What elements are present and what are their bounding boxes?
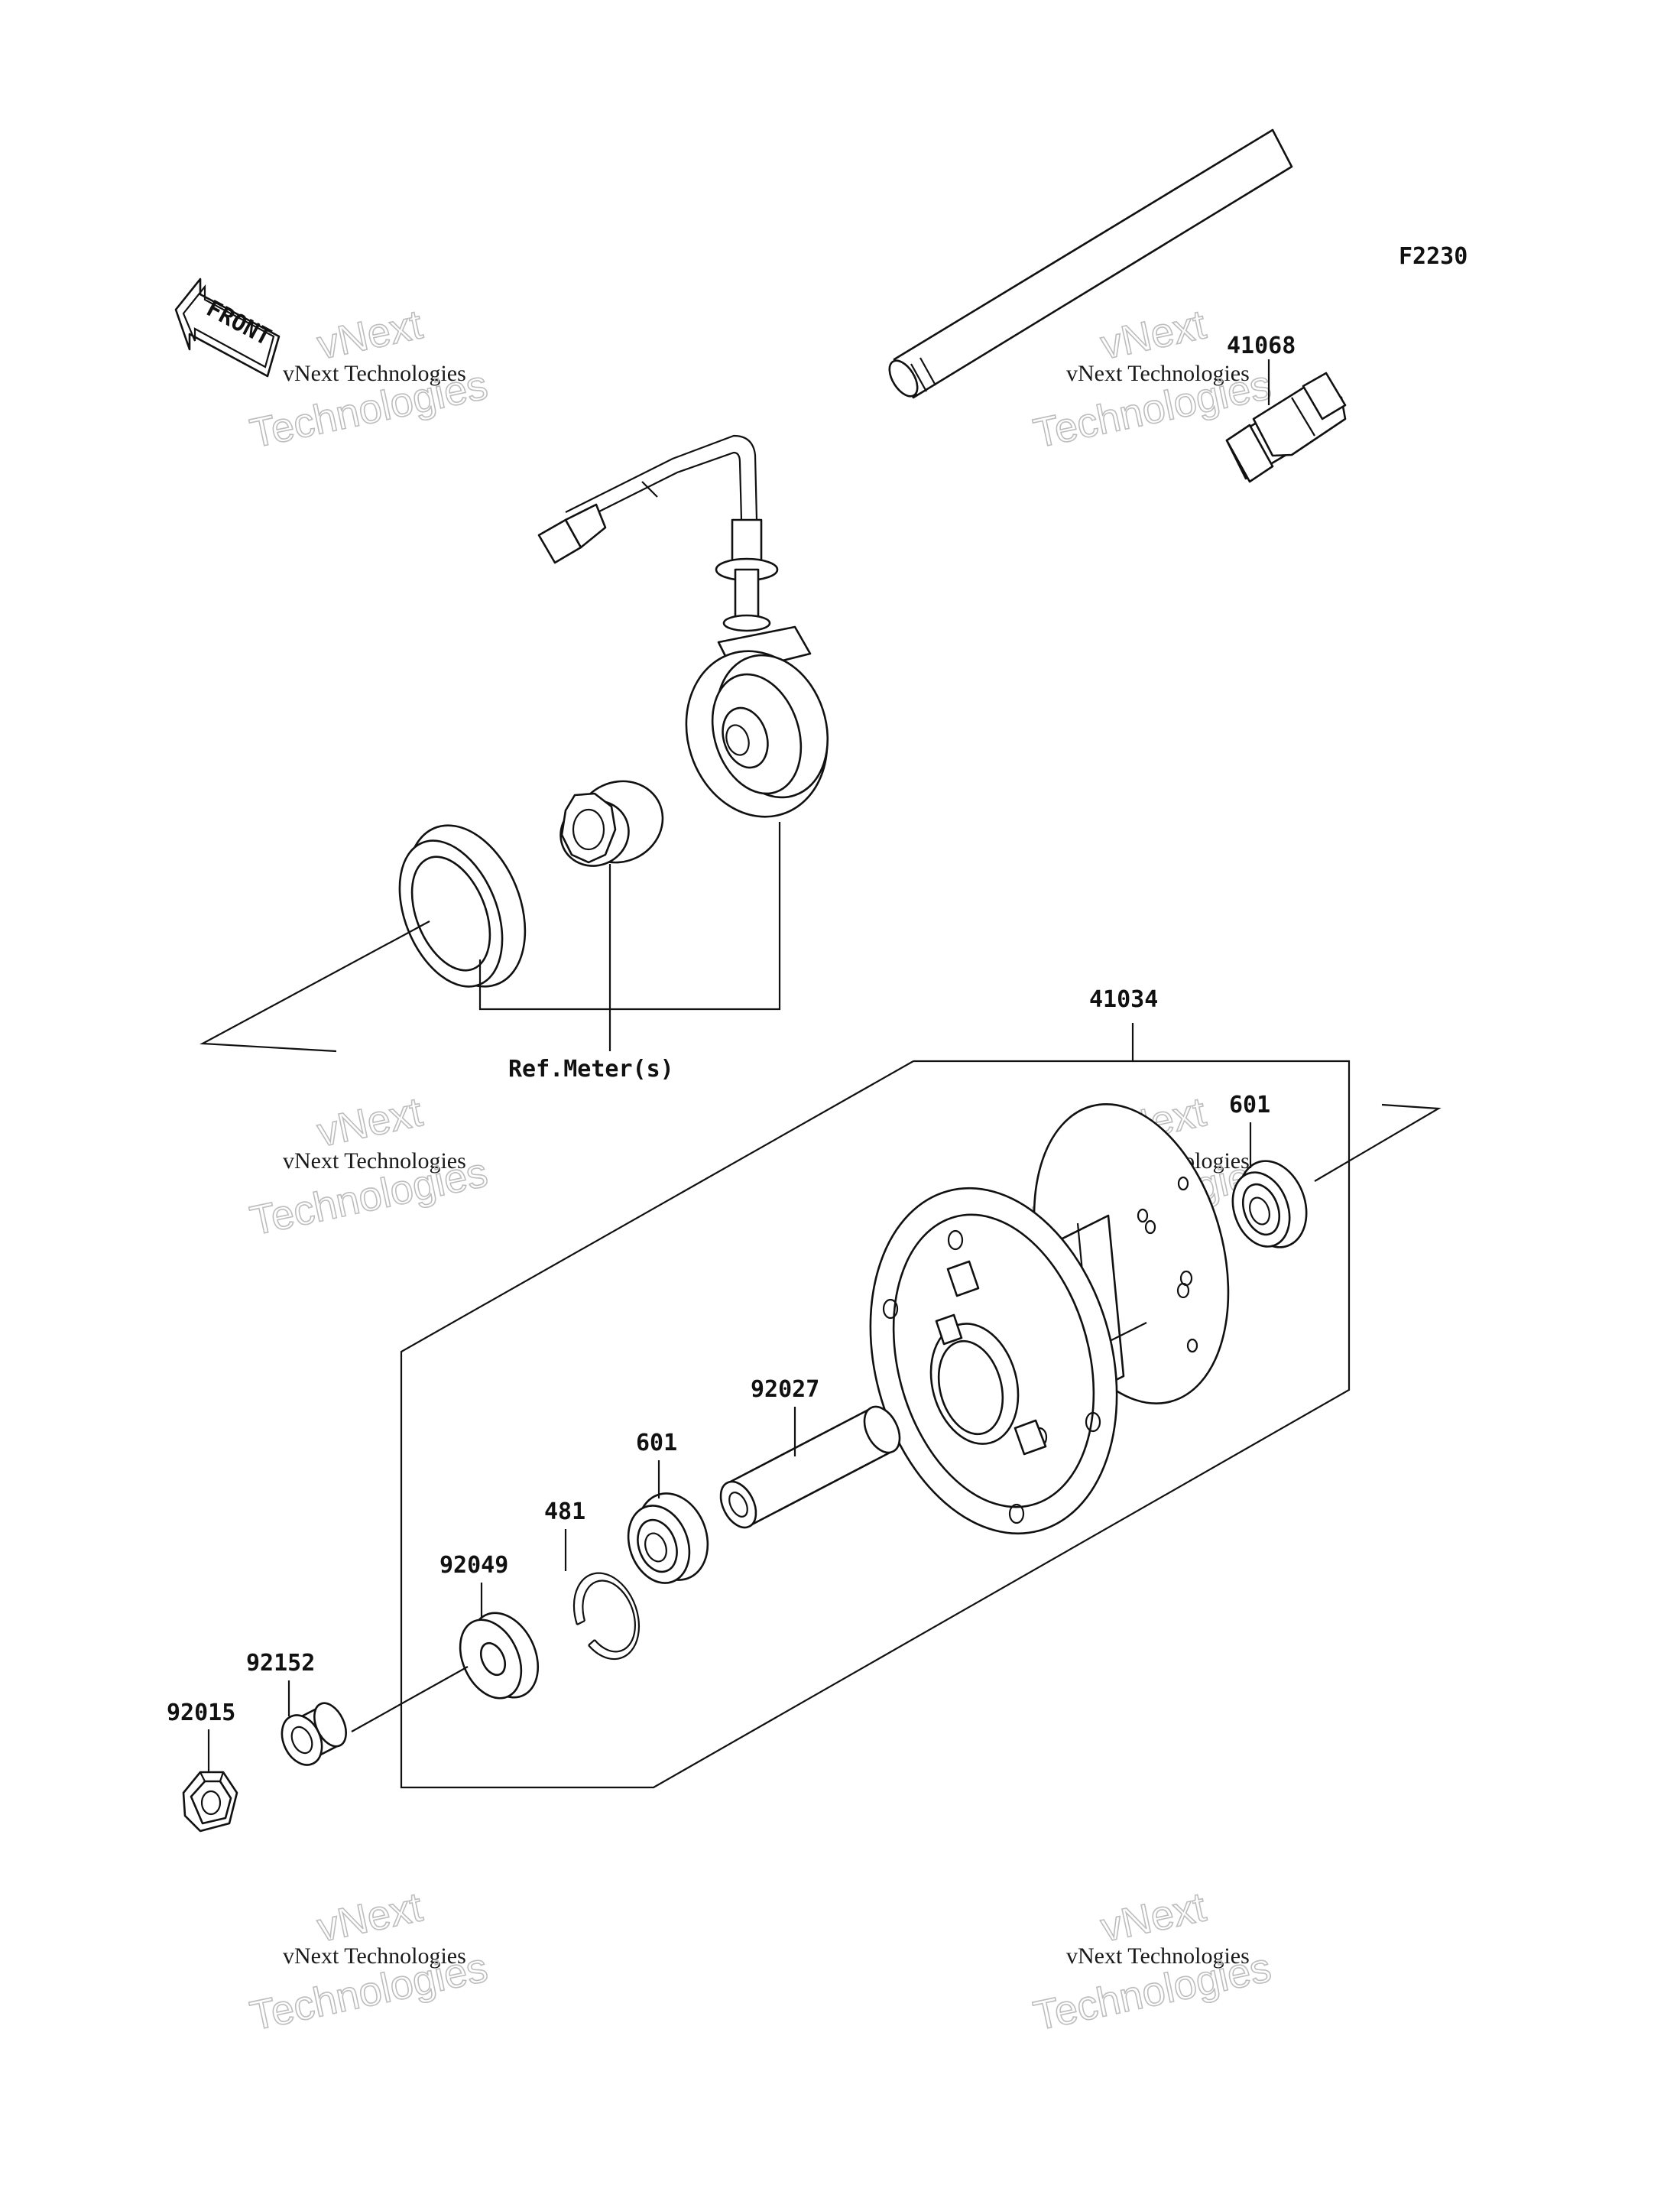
watermark-line2: vNext Technologies [283, 1943, 466, 1969]
watermark-line2: vNext Technologies [283, 1148, 466, 1174]
front-arrow-icon: FRONT [174, 278, 281, 378]
watermark-line1: vNext [313, 1089, 426, 1155]
watermark-line2: vNext Technologies [1066, 361, 1250, 386]
watermark-line1: vNext [1097, 301, 1210, 368]
figure-code: F2230 [1399, 243, 1468, 270]
callout-circlip: 481 [544, 1498, 585, 1525]
axis-line-bottom [351, 1666, 469, 1732]
watermark-3: vNext vNext Technologies Technologies [245, 1089, 491, 1245]
callout-hub: 41034 [1089, 986, 1158, 1013]
callout-ref-meter: Ref.Meter(s) [508, 1056, 674, 1083]
collar [719, 1405, 901, 1529]
watermark-1: vNext vNext Technologies Technologies [245, 301, 491, 458]
axle-nut [182, 1771, 238, 1833]
axis-line-right [1314, 1103, 1442, 1182]
watermark-5: vNext vNext Technologies Technologies [245, 1884, 491, 2041]
watermark-line1: vNext [1097, 1884, 1210, 1950]
wheel-hub [869, 1103, 1230, 1535]
hub-group-bracket [400, 1060, 1351, 1789]
circlip [572, 1572, 641, 1661]
oil-seal [459, 1612, 540, 1700]
bearing-left [627, 1492, 709, 1584]
bearing-right [1231, 1160, 1308, 1248]
callout-seal: 92049 [439, 1552, 508, 1579]
speedometer-gearbox [537, 434, 829, 818]
callout-axle: 41068 [1227, 333, 1296, 359]
front-axle [888, 128, 1347, 483]
callout-bearing-right: 601 [1229, 1092, 1270, 1118]
watermark-line2: vNext Technologies [283, 361, 466, 386]
watermark-6: vNext vNext Technologies Technologies [1029, 1884, 1275, 2041]
leader-ref-meter [478, 822, 781, 1011]
callout-nut: 92015 [167, 1700, 235, 1726]
speedometer-drive-gear [559, 780, 664, 867]
callout-collar: 92027 [751, 1376, 819, 1403]
axis-line-left [199, 920, 430, 1053]
watermark-line1: vNext [313, 1884, 426, 1950]
watermark-line1: vNext [313, 301, 426, 368]
grease-seal [398, 824, 527, 988]
callout-bearing-left: 601 [636, 1430, 677, 1456]
spacer [281, 1702, 347, 1766]
callout-spacer: 92152 [246, 1650, 315, 1677]
watermark-line2: vNext Technologies [1066, 1943, 1250, 1969]
